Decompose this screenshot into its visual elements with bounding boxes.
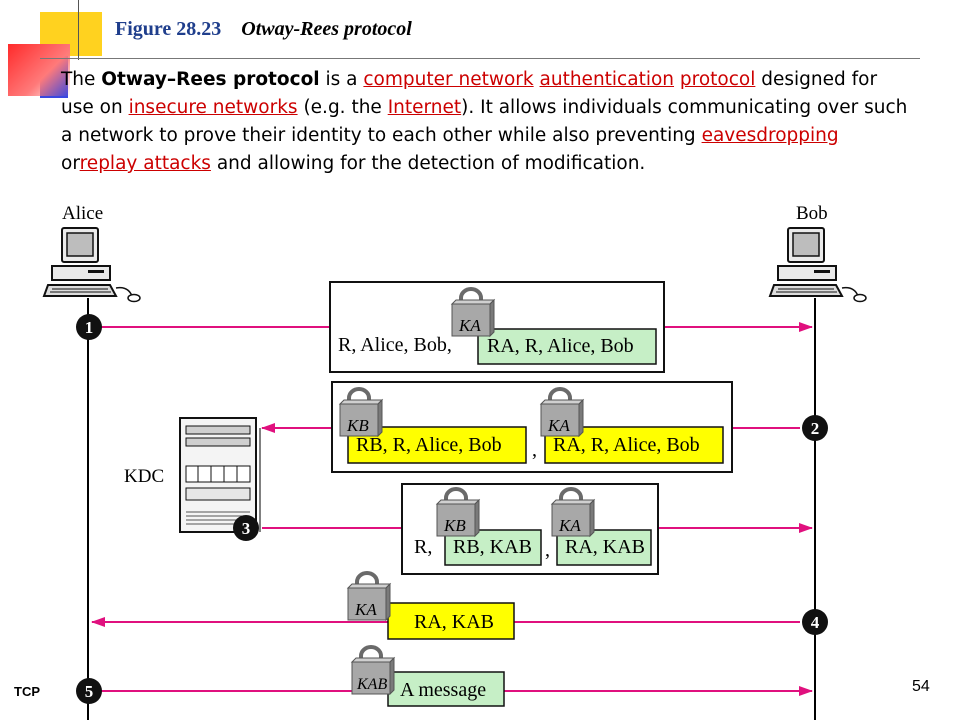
svg-text:2: 2 <box>811 419 820 438</box>
lock-icon <box>338 387 384 438</box>
step3-key-b: KB <box>443 516 466 535</box>
alice-computer-icon <box>43 227 141 303</box>
footer-label: TCP <box>14 684 40 699</box>
svg-text:1: 1 <box>85 318 94 337</box>
step5-key: KAB <box>356 676 387 693</box>
step2-inner-b-text: RB, R, Alice, Bob <box>356 434 502 456</box>
lock-icon <box>539 387 585 438</box>
lock-icon <box>350 645 396 696</box>
kdc-server-icon <box>179 417 257 533</box>
step5-message: A message KAB <box>350 645 505 707</box>
figure-number: Figure 28.23 <box>115 18 222 40</box>
step3-inner-b-text: RB, KAB <box>453 536 532 558</box>
lock-icon <box>550 487 596 538</box>
link-authentication[interactable]: authentication <box>539 69 675 90</box>
lock-icon <box>346 571 392 622</box>
step1-key: KA <box>458 316 481 335</box>
page-number: 54 <box>912 678 930 695</box>
alice-label: Alice <box>62 203 104 224</box>
para-text: designed for use on <box>61 69 878 118</box>
step1-outer-text: R, Alice, Bob, <box>338 334 452 356</box>
step3-key-a: KA <box>558 516 581 535</box>
link-replay-attacks[interactable]: replay attacks <box>79 153 211 174</box>
lock-icon <box>435 487 481 538</box>
step5-badge: 5 <box>76 678 102 704</box>
description-paragraph: The Otway–Rees protocol is a computer ne… <box>61 66 911 178</box>
para-text: (e.g. the <box>297 97 388 118</box>
para-text: ). It allows individuals communicating o… <box>61 97 908 146</box>
step2-key-a: KA <box>547 416 570 435</box>
step4-badge: 4 <box>802 609 828 635</box>
kdc-label: KDC <box>124 466 165 487</box>
step2-inner-a-text: RA, R, Alice, Bob <box>553 434 700 456</box>
step2-message: RB, R, Alice, Bob , RA, R, Alice, Bob KB… <box>331 381 733 473</box>
step1-message: R, Alice, Bob, RA, R, Alice, Bob KA <box>329 281 665 373</box>
step3-inner-a-text: RA, KAB <box>565 536 645 558</box>
step5-inner-text: A message <box>400 679 486 701</box>
para-text: is a <box>319 69 364 90</box>
step1-inner-text: RA, R, Alice, Bob <box>487 335 634 357</box>
svg-text:5: 5 <box>85 682 94 701</box>
step3-outer-text: R, <box>414 536 432 558</box>
figure-title: Otway-Rees protocol <box>241 18 412 40</box>
bob-computer-icon <box>769 227 867 303</box>
protocol-name: Otway–Rees protocol <box>101 69 320 90</box>
step4-message: RA, KAB KA <box>346 571 515 640</box>
bob-label: Bob <box>796 203 828 224</box>
step2-key-b: KB <box>346 416 369 435</box>
step3-message: R, RB, KAB , RA, KAB KB KA <box>401 483 659 575</box>
step4-key: KA <box>354 600 377 619</box>
lock-icon <box>450 287 496 338</box>
link-internet[interactable]: Internet <box>387 97 462 118</box>
link-eavesdropping[interactable]: eavesdropping <box>701 125 839 146</box>
link-insecure-networks[interactable]: insecure networks <box>128 97 298 118</box>
svg-text:,: , <box>545 539 550 561</box>
link-protocol[interactable]: protocol <box>679 69 756 90</box>
link-computer-network[interactable]: computer network <box>363 69 534 90</box>
step4-inner-text: RA, KAB <box>414 611 494 633</box>
svg-text:4: 4 <box>811 613 820 632</box>
para-text: and allowing for the detection of modifi… <box>210 153 646 174</box>
svg-text:,: , <box>532 439 537 461</box>
step3-badge: 3 <box>233 515 259 541</box>
para-text: or <box>61 153 80 174</box>
slide-deco-red-square <box>8 44 70 96</box>
slide-deco-vertical-line <box>78 0 79 60</box>
step2-badge: 2 <box>802 415 828 441</box>
figure-caption: Figure 28.23 Otway-Rees protocol <box>115 18 412 41</box>
svg-text:3: 3 <box>242 519 251 538</box>
step1-badge: 1 <box>76 314 102 340</box>
slide-deco-horizontal-line <box>40 58 920 59</box>
para-text: The <box>61 69 102 90</box>
